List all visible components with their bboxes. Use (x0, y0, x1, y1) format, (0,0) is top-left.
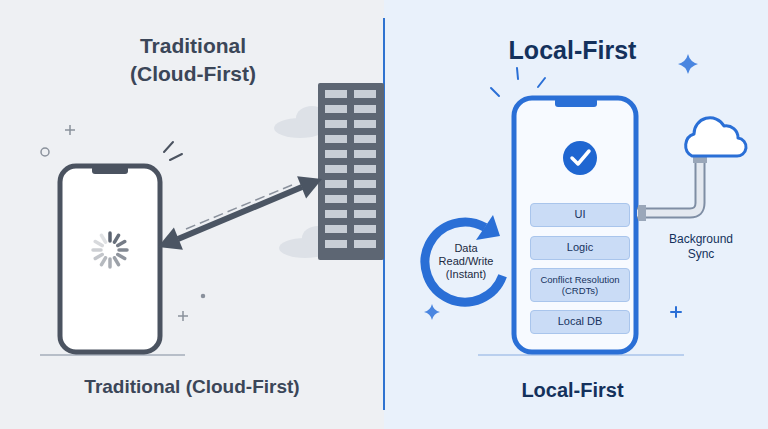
decorations (41, 125, 205, 321)
spinner-tick (108, 259, 112, 267)
spinner-tick (108, 233, 112, 241)
check-circle (563, 141, 597, 175)
attention-marks (164, 142, 182, 160)
sync-pipe (637, 160, 700, 213)
spinner-tick (115, 258, 119, 265)
panel-heading: Traditional (Cloud-First) (113, 32, 273, 88)
panel: Local-FirstLocal-FirstUILogicConflict Re… (385, 0, 768, 429)
phone-notch (92, 166, 128, 174)
request-trace (186, 185, 292, 229)
plus-mark (65, 125, 75, 135)
box-text: Conflict Resolution (CRDTs) (534, 274, 626, 297)
spinner-tick (118, 242, 125, 246)
server-slots (325, 90, 347, 255)
request-arrow (178, 187, 302, 239)
cloud-icon (686, 118, 746, 156)
attention-mark (517, 68, 518, 79)
spinner-tick (102, 258, 106, 265)
dot-mark (202, 295, 205, 298)
spinner-tick (95, 242, 102, 246)
server-rack (318, 83, 384, 260)
layer-box: Conflict Resolution (CRDTs) (530, 268, 630, 302)
sync-label: Background Sync (660, 232, 742, 262)
spinner-tick (95, 255, 102, 259)
phone-notch (555, 98, 597, 107)
spinner-tick (119, 248, 127, 252)
pipe-flange (693, 157, 707, 163)
attention-mark (170, 154, 182, 160)
sync-pipe (637, 160, 700, 213)
server-slots (354, 90, 376, 255)
arrow-head (476, 215, 500, 240)
attention-mark (164, 142, 173, 152)
box-text: Local DB (558, 315, 603, 328)
decorations (491, 68, 681, 317)
layer-box: Logic (530, 236, 630, 260)
spinner-tick (102, 235, 106, 242)
panel: Traditional (Cloud-First) Traditional (Cl… (0, 0, 384, 429)
spinner-tick (93, 248, 101, 252)
panel-caption: Local-First (381, 377, 764, 403)
attention-mark (538, 78, 545, 87)
layer-box: UI (530, 203, 630, 227)
plus-mark (178, 311, 188, 321)
box-text: Logic (567, 241, 593, 254)
spinner-tick (118, 255, 125, 259)
arrow-head (297, 176, 322, 198)
pipe-flange (638, 205, 646, 221)
panel-heading: Local-First (381, 35, 764, 65)
check-mark (572, 151, 589, 164)
plus-mark (671, 307, 681, 317)
phone-outline (514, 98, 636, 352)
phone-outline (60, 166, 160, 352)
arrow-head (158, 228, 183, 250)
spinner-tick (115, 235, 119, 242)
panel-caption: Traditional (Cloud-First) (0, 375, 384, 399)
box-text: UI (575, 208, 586, 221)
attention-mark (491, 88, 499, 96)
loading-spinner (93, 233, 127, 267)
sparkle (678, 54, 698, 74)
cycle-label: Data Read/Write (Instant) (435, 242, 497, 281)
layer-box: Local DB (530, 310, 630, 334)
circle-mark (41, 148, 49, 156)
sparkle (424, 304, 440, 320)
